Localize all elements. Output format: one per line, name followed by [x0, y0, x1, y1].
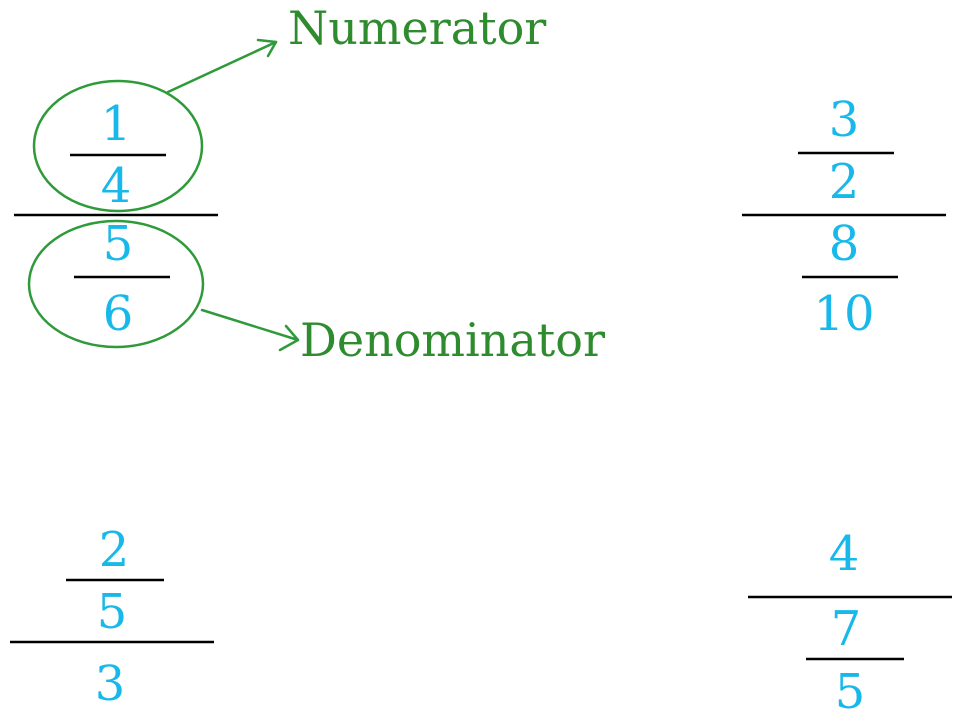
- denominator-annotation: Denominator: [200, 308, 605, 367]
- complex-fraction-top-left: 1 4 5 6: [14, 79, 218, 349]
- digit: 5: [835, 664, 866, 720]
- digit: 4: [829, 526, 860, 582]
- denominator-arrow-line: [200, 308, 300, 342]
- numerator-annotation: Numerator: [166, 1, 546, 94]
- denominator-label: Denominator: [300, 313, 605, 367]
- digit: 3: [95, 656, 126, 712]
- denominator-circle: [27, 219, 205, 349]
- digit: 3: [829, 92, 860, 148]
- digit: 5: [97, 584, 128, 640]
- digit: 6: [103, 286, 134, 342]
- numerator-circle: [32, 79, 204, 213]
- complex-fraction-bottom-left: 2 5 3: [10, 522, 214, 712]
- digit: 4: [101, 158, 132, 214]
- complex-fraction-top-right: 3 2 8 10: [742, 92, 946, 342]
- arrow-head-icon: [278, 324, 300, 352]
- digit: 2: [829, 154, 860, 210]
- digit: 7: [831, 601, 862, 657]
- digit: 1: [101, 96, 132, 152]
- numerator-arrow-line: [166, 40, 278, 94]
- numerator-label: Numerator: [288, 1, 546, 55]
- complex-fraction-bottom-right: 4 7 5: [748, 526, 952, 720]
- arrow-head-icon: [256, 38, 278, 58]
- digit: 10: [813, 286, 874, 342]
- digit: 5: [103, 216, 134, 272]
- digit: 2: [99, 522, 130, 578]
- digit: 8: [829, 216, 860, 272]
